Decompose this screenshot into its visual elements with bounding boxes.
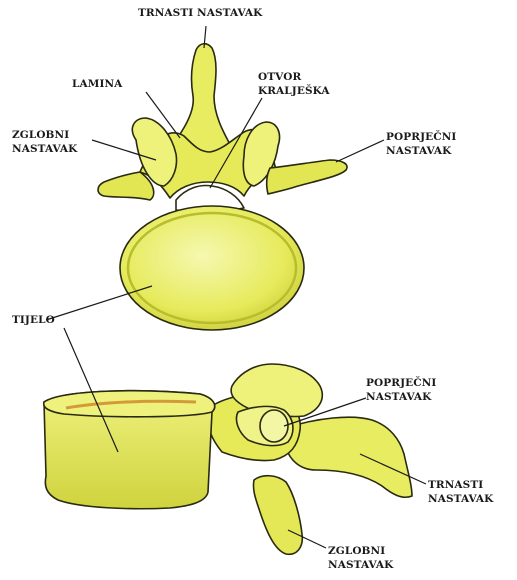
label-zglobni-bottom-line1: ZGLOBNI [328,544,393,558]
top-right-transverse-process [267,160,347,194]
side-inferior-articular-process [253,476,302,555]
top-left-transverse-process [98,172,154,200]
label-tijelo: TIJELO [12,313,55,327]
leader-poprjecni-top [336,140,384,162]
label-zglobni-top-line2: NASTAVAK [12,142,77,156]
side-transverse-tip [260,410,288,442]
label-zglobni-top-line1: ZGLOBNI [12,128,77,142]
label-zglobni-nastavak-top: ZGLOBNI NASTAVAK [12,128,77,156]
label-trnasti-nastavak-top: TRNASTI NASTAVAK [138,6,262,20]
label-otvor-line2: KRALJEŠKA [258,84,330,98]
label-trnasti-nastavak-bottom: TRNASTI NASTAVAK [428,478,493,506]
side-body-top-surface [44,391,215,417]
side-spinous-process [286,417,412,497]
label-poprjecni-bottom-line1: POPRJEČNI [366,376,436,390]
label-otvor-kralješka: OTVOR KRALJEŠKA [258,70,330,98]
label-poprjecni-bottom-line2: NASTAVAK [366,390,436,404]
label-lamina: LAMINA [72,77,122,91]
label-poprjecni-nastavak-bottom: POPRJEČNI NASTAVAK [366,376,436,404]
label-trnasti-bottom-line1: TRNASTI [428,478,493,492]
label-poprjecni-top-line1: POPRJEČNI [386,130,456,144]
label-otvor-line1: OTVOR [258,70,330,84]
top-vertebral-body [120,206,304,330]
label-zglobni-bottom-line2: NASTAVAK [328,558,393,572]
label-trnasti-bottom-line2: NASTAVAK [428,492,493,506]
side-view-vertebra [44,364,412,554]
label-poprjecni-nastavak-top: POPRJEČNI NASTAVAK [386,130,456,158]
label-poprjecni-top-line2: NASTAVAK [386,144,456,158]
label-zglobni-nastavak-bottom: ZGLOBNI NASTAVAK [328,544,393,572]
